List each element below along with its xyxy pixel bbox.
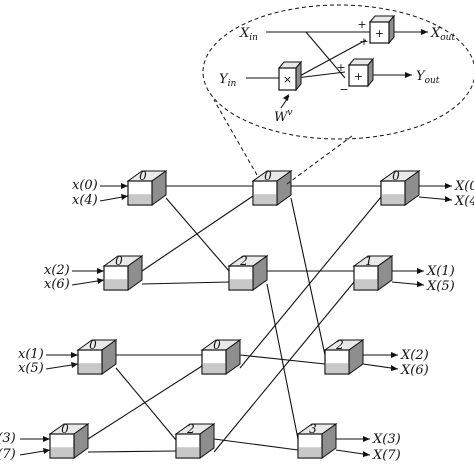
x-in-label: Xin xyxy=(239,26,258,43)
block-shade xyxy=(253,194,277,205)
block-label: 1 xyxy=(365,254,373,268)
butterfly-block-s3-3: 3 xyxy=(296,422,338,459)
output-label-X7: X(7) xyxy=(372,448,401,463)
detail-outline xyxy=(202,4,474,140)
block-shade xyxy=(50,447,74,458)
upper-adder-block xyxy=(369,21,390,44)
lower-adder-sign-a: + xyxy=(336,61,345,74)
block-label: 0 xyxy=(115,254,123,268)
lower-adder-symbol: + xyxy=(354,70,363,83)
output-label-X3: X(3) xyxy=(372,432,401,447)
x-out-label: Xout xyxy=(430,26,455,43)
block-shade xyxy=(128,194,152,205)
butterfly-block-s1-3: 0 xyxy=(48,422,90,459)
output-label-X2: X(2) xyxy=(400,348,429,363)
block-shade xyxy=(229,279,253,290)
output-label-X6: X(6) xyxy=(400,363,429,378)
multiplier-block xyxy=(278,67,297,91)
zoom-callout xyxy=(202,4,474,185)
butterfly-block-s2-3: 2 xyxy=(174,422,216,459)
block-shade xyxy=(325,363,349,374)
input-label-x4: x(4) xyxy=(72,193,98,208)
input-label-x2: x(2) xyxy=(44,263,70,278)
block-shade xyxy=(78,363,102,374)
butterfly-blocks: 0 0 0 0 0 2 0 2 0 1 2 3 xyxy=(48,169,421,459)
block-label: 2 xyxy=(335,338,344,352)
butterfly-detail: Xin Yin × + + + + + − Xout Yout xyxy=(219,14,455,125)
butterfly-block-s2-2: 0 xyxy=(200,338,242,375)
butterfly-block-s2-1: 2 xyxy=(227,254,269,291)
output-labels: X(0) X(4) X(1) X(5) X(2) X(6) X(3) X(7) xyxy=(372,179,474,463)
block-label: 0 xyxy=(61,422,69,436)
input-label-x0: x(0) xyxy=(72,178,98,193)
y-in-label: Yin xyxy=(219,72,236,89)
upper-adder-sign-b: + xyxy=(359,35,368,48)
block-shade xyxy=(354,279,378,290)
input-label-x7: x(7) xyxy=(0,447,16,462)
input-label-x5: x(5) xyxy=(18,361,44,376)
output-label-X0: X(0) xyxy=(454,179,474,194)
block-shade xyxy=(298,447,322,458)
zoom-connector-left xyxy=(213,99,258,176)
upper-adder-symbol: + xyxy=(375,27,384,40)
input-labels: x(0) x(4) x(2) x(6) x(1) x(5) x(3) x(7) xyxy=(0,178,98,462)
block-label: 2 xyxy=(186,422,195,436)
lower-adder-sign-b: − xyxy=(339,83,348,96)
butterfly-block-s1-2: 0 xyxy=(76,338,118,375)
butterfly-block-s1-0: 0 xyxy=(126,169,168,206)
block-label: 0 xyxy=(264,169,272,183)
block-shade xyxy=(176,447,200,458)
block-label: 2 xyxy=(239,254,248,268)
lower-adder-block xyxy=(348,64,369,87)
y-out-label: Yout xyxy=(416,69,440,86)
output-label-X4: X(4) xyxy=(454,194,474,209)
block-label: 0 xyxy=(89,338,97,352)
zoom-connector-right xyxy=(286,135,353,185)
butterfly-block-s3-0: 0 xyxy=(379,169,421,206)
butterfly-block-s1-1: 0 xyxy=(102,254,144,291)
signal-wires xyxy=(19,185,453,456)
output-label-X1: X(1) xyxy=(426,264,455,279)
input-label-x1: x(1) xyxy=(18,347,44,362)
block-label: 3 xyxy=(309,422,317,436)
block-shade xyxy=(104,279,128,290)
block-label: 0 xyxy=(213,338,221,352)
multiply-symbol: × xyxy=(283,73,292,86)
block-label: 0 xyxy=(392,169,400,183)
block-label: 0 xyxy=(139,169,147,183)
output-label-X5: X(5) xyxy=(426,279,455,294)
input-label-x3: x(3) xyxy=(0,431,16,446)
butterfly-block-s3-2: 2 xyxy=(323,338,365,375)
upper-adder-sign-a: + xyxy=(357,18,366,31)
block-shade xyxy=(381,194,405,205)
arrowheads xyxy=(43,183,452,457)
butterfly-block-s2-0: 0 xyxy=(251,169,293,206)
block-shade xyxy=(202,363,226,374)
twiddle-factor-label: Wv xyxy=(274,108,292,125)
input-label-x6: x(6) xyxy=(44,277,70,292)
butterfly-block-s3-1: 1 xyxy=(352,254,394,291)
